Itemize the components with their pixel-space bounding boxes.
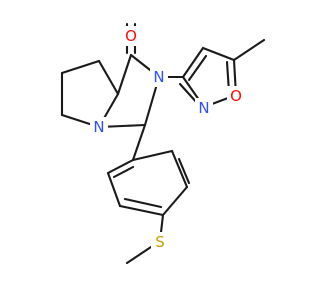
bond (112, 165, 135, 179)
bond (161, 185, 189, 217)
oxygen-carbonyl-label: O (122, 26, 140, 46)
bond (97, 59, 120, 96)
atom-label: N (93, 118, 104, 136)
bond (187, 54, 208, 82)
bond (201, 46, 236, 62)
bond (118, 204, 165, 217)
bond (123, 197, 163, 209)
bond (116, 53, 133, 96)
bond (60, 59, 101, 75)
sulfur-label: S (151, 232, 169, 252)
atom-label: N (198, 99, 209, 117)
nitrogen-amide-label: N (150, 67, 168, 87)
bond (106, 171, 122, 208)
bond (232, 38, 266, 62)
atom-label: O (230, 87, 242, 105)
bond (181, 46, 205, 79)
structure-canvas: O N N N O S (60, 22, 266, 265)
nitrogen-bridgehead-label: N (90, 117, 108, 137)
atom-label: O (125, 27, 137, 45)
molecule-drawing: O N N N O S (60, 22, 266, 265)
nitrogen-isoxazole-label: N (195, 98, 213, 118)
atom-labels: O N N N O S (90, 26, 245, 252)
oxygen-isoxazole-label: O (227, 86, 245, 106)
atom-label: N (153, 68, 164, 86)
bonds (60, 22, 266, 265)
bond (106, 158, 135, 175)
bond (177, 157, 191, 185)
bond (170, 149, 189, 189)
bond (131, 149, 174, 162)
atom-label: S (155, 233, 165, 251)
bond (131, 123, 147, 162)
